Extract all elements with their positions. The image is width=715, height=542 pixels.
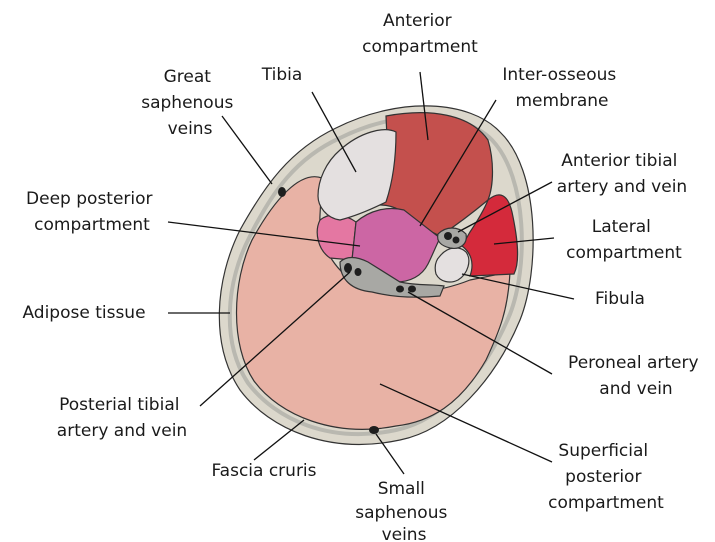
- label-line: posterior: [565, 467, 641, 487]
- label-tibia: Tibia: [261, 65, 303, 85]
- label-line: Fibula: [595, 289, 645, 309]
- leader-great-saphenous: [222, 116, 272, 184]
- anterior-tibial-artery-icon: [444, 232, 452, 240]
- label-small-saphenous: Small saphenous veins: [355, 479, 453, 542]
- label-line: compartment: [548, 493, 664, 513]
- label-line: Anterior tibial: [561, 151, 677, 171]
- label-great-saphenous: Great saphenous veins: [141, 67, 239, 139]
- label-line: Anterior: [383, 11, 452, 31]
- label-line: saphenous: [355, 503, 447, 523]
- posterior-tibial-artery-icon: [344, 263, 352, 273]
- label-line: Posterial tibial: [59, 395, 179, 415]
- label-line: veins: [382, 525, 427, 542]
- anterior-vessel-sheath: [438, 228, 467, 248]
- peroneal-vein-icon: [408, 286, 416, 293]
- peroneal-artery-icon: [396, 286, 404, 293]
- label-deep-posterior: Deep posterior compartment: [26, 189, 158, 235]
- posterior-tibial-vein-icon: [355, 268, 362, 276]
- label-line: Superficial: [558, 441, 648, 461]
- label-interosseous: Inter-osseous membrane: [502, 65, 621, 111]
- label-line: Great: [164, 67, 212, 87]
- label-fascia-cruris: Fascia cruris: [211, 461, 316, 481]
- small-saphenous-vein-icon: [369, 426, 379, 434]
- label-posterior-tibial: Posterial tibial artery and vein: [57, 395, 187, 441]
- label-line: Adipose tissue: [22, 303, 145, 323]
- label-anterior-compartment: Anterior compartment: [362, 11, 478, 57]
- label-peroneal: Peroneal artery and vein: [568, 353, 704, 399]
- label-line: and vein: [599, 379, 672, 399]
- label-line: artery and vein: [57, 421, 187, 441]
- label-line: membrane: [515, 91, 608, 111]
- label-line: Deep posterior: [26, 189, 152, 209]
- anterior-tibial-vein-icon: [453, 237, 460, 244]
- label-line: compartment: [362, 37, 478, 57]
- label-line: Peroneal artery: [568, 353, 698, 373]
- label-line: saphenous: [141, 93, 233, 113]
- label-line: Fascia cruris: [211, 461, 316, 481]
- label-line: artery and vein: [557, 177, 687, 197]
- label-line: Small: [378, 479, 425, 499]
- label-anterior-tibial: Anterior tibial artery and vein: [557, 151, 687, 197]
- label-line: Inter-osseous: [502, 65, 616, 85]
- label-line: Lateral: [592, 217, 651, 237]
- label-line: compartment: [566, 243, 682, 263]
- label-line: veins: [168, 119, 213, 139]
- label-line: compartment: [34, 215, 150, 235]
- label-superficial-posterior: Superficial posterior compartment: [548, 441, 664, 513]
- label-lateral: Lateral compartment: [566, 217, 682, 263]
- great-saphenous-vein-icon: [278, 187, 286, 197]
- label-line: Tibia: [261, 65, 303, 85]
- leader-fascia: [254, 420, 304, 460]
- label-fibula: Fibula: [595, 289, 645, 309]
- label-adipose: Adipose tissue: [22, 303, 145, 323]
